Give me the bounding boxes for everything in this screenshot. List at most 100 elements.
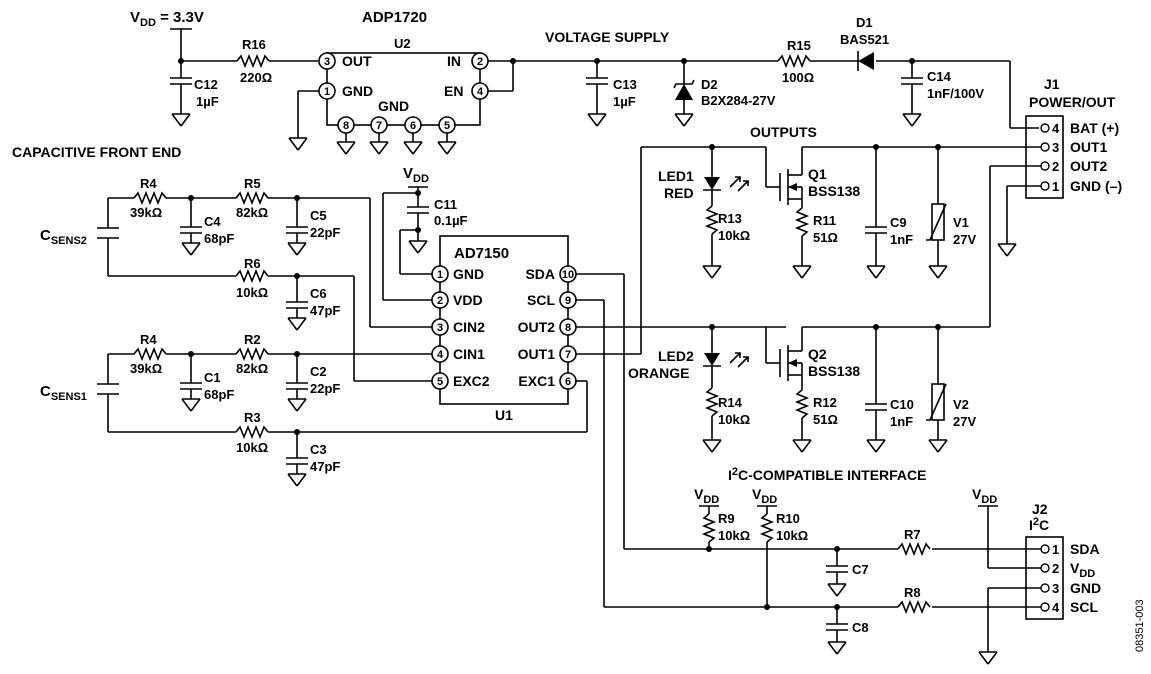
svg-text:6: 6: [565, 376, 571, 388]
svg-text:2: 2: [477, 56, 483, 68]
svg-text:I2C: I2C: [1029, 516, 1049, 533]
svg-text:R14: R14: [718, 395, 743, 410]
svg-text:2: 2: [1052, 159, 1059, 174]
svg-text:SCL: SCL: [527, 292, 555, 308]
svg-text:GND (–): GND (–): [1070, 178, 1122, 194]
svg-text:C6: C6: [310, 286, 327, 301]
svg-text:GND: GND: [1070, 580, 1101, 596]
svg-text:VDD: VDD: [752, 486, 777, 506]
adp1720-part: ADP1720: [362, 9, 427, 26]
svg-text:LED2: LED2: [658, 348, 694, 364]
svg-text:22pF: 22pF: [310, 381, 340, 396]
svg-text:1: 1: [437, 269, 443, 281]
svg-text:R6: R6: [244, 256, 261, 271]
svg-text:VDD: VDD: [972, 486, 997, 506]
svg-text:OUT2: OUT2: [518, 319, 556, 335]
svg-text:47pF: 47pF: [310, 303, 340, 318]
svg-text:1nF: 1nF: [890, 232, 913, 247]
svg-text:C12: C12: [194, 77, 218, 92]
svg-text:3: 3: [1052, 140, 1059, 155]
svg-text:BAS521: BAS521: [840, 32, 889, 47]
csens1-top-network: R4 39kΩ R2 82kΩ C1 68pF C2 22pF: [108, 332, 432, 412]
svg-text:39kΩ: 39kΩ: [130, 361, 162, 376]
svg-text:C10: C10: [890, 397, 914, 412]
svg-text:C13: C13: [613, 77, 637, 92]
svg-text:SCL: SCL: [1070, 599, 1098, 615]
svg-text:CIN1: CIN1: [453, 346, 485, 362]
j1-power-out-connector: J1 POWER/OUT 4 3 2 1 BAT (+) OUT1 OUT2 G…: [997, 76, 1122, 257]
svg-text:4: 4: [437, 349, 444, 361]
u2-ref: U2: [394, 36, 411, 51]
capacitive-front-end-title: CAPACITIVE FRONT END: [12, 144, 181, 160]
output1-channel: LED1 RED R13 10kΩ Q1 BSS138 R11 51Ω C9: [658, 144, 1041, 279]
svg-text:SDA: SDA: [1070, 541, 1100, 557]
svg-text:VDD: VDD: [453, 292, 483, 308]
svg-text:7: 7: [376, 120, 382, 132]
svg-text:6: 6: [410, 120, 416, 132]
svg-text:C8: C8: [852, 620, 869, 635]
svg-text:LED1: LED1: [658, 168, 694, 184]
svg-text:8: 8: [343, 120, 349, 132]
svg-text:10kΩ: 10kΩ: [718, 228, 750, 243]
svg-text:10kΩ: 10kΩ: [236, 440, 268, 455]
svg-text:VDD: VDD: [403, 165, 429, 185]
svg-text:EN: EN: [444, 83, 463, 99]
csens2-bottom-network: R6 10kΩ C6 47pF: [108, 256, 432, 382]
svg-text:5: 5: [444, 120, 450, 132]
adp1720-regulator: ADP1720 U2 3 OUT 1 GND 2 IN 4 EN GND 8 7…: [288, 9, 516, 155]
svg-text:C3: C3: [310, 442, 327, 457]
svg-text:RED: RED: [664, 185, 694, 201]
svg-text:68pF: 68pF: [204, 231, 234, 246]
svg-text:10kΩ: 10kΩ: [718, 412, 750, 427]
svg-text:R13: R13: [718, 211, 742, 226]
csens2-sensor: CSENS2: [40, 198, 119, 276]
i2c-interface-title: I2C-COMPATIBLE INTERFACE: [728, 466, 927, 483]
svg-text:27V: 27V: [953, 414, 976, 429]
ad7150-part: AD7150: [454, 245, 509, 262]
svg-text:BSS138: BSS138: [808, 363, 860, 379]
svg-text:Q1: Q1: [808, 166, 827, 182]
svg-text:GND: GND: [378, 98, 409, 114]
svg-text:R8: R8: [904, 585, 921, 600]
svg-text:4: 4: [1052, 600, 1060, 615]
svg-text:22pF: 22pF: [310, 225, 340, 240]
svg-text:1nF: 1nF: [890, 414, 913, 429]
svg-text:Q2: Q2: [808, 346, 827, 362]
svg-text:10: 10: [562, 269, 574, 281]
svg-text:EXC2: EXC2: [453, 373, 490, 389]
svg-text:3: 3: [437, 322, 443, 334]
svg-text:27V: 27V: [953, 232, 976, 247]
svg-text:R2: R2: [244, 332, 261, 347]
svg-text:V2: V2: [953, 397, 969, 412]
svg-text:VDD: VDD: [1070, 560, 1095, 580]
svg-text:BSS138: BSS138: [808, 183, 860, 199]
svg-text:2: 2: [1052, 561, 1059, 576]
svg-text:7: 7: [565, 349, 571, 361]
svg-text:68pF: 68pF: [204, 387, 234, 402]
svg-text:R5: R5: [244, 176, 261, 191]
svg-text:R4: R4: [140, 332, 157, 347]
svg-text:B2X284-27V: B2X284-27V: [701, 93, 776, 108]
svg-text:3: 3: [324, 56, 330, 68]
svg-text:1µF: 1µF: [196, 94, 219, 109]
ad7150-ic: AD7150 U1 1 2 3 4 5 GND VDD CIN2 CIN1 EX…: [431, 235, 577, 423]
svg-text:R15: R15: [787, 38, 811, 53]
svg-text:51Ω: 51Ω: [813, 412, 838, 427]
c12-capacitor: C12 1µF: [169, 61, 219, 127]
svg-text:GND: GND: [342, 83, 373, 99]
svg-text:CSENS1: CSENS1: [40, 383, 87, 403]
svg-text:1µF: 1µF: [613, 94, 636, 109]
svg-text:9: 9: [565, 295, 571, 307]
svg-text:10kΩ: 10kΩ: [718, 528, 750, 543]
voltage-supply-title: VOLTAGE SUPPLY: [545, 29, 670, 45]
d2-zener-diode: D2 B2X284-27V: [673, 61, 776, 127]
svg-text:C7: C7: [852, 562, 869, 577]
svg-text:R12: R12: [813, 395, 837, 410]
vdd-3v3-rail: VDD = 3.3V: [130, 9, 237, 64]
i2c-filters: C7 C8 R7 R8: [825, 527, 932, 655]
svg-text:47pF: 47pF: [310, 459, 340, 474]
r16-resistor: R16 220Ω: [236, 37, 318, 85]
svg-text:CSENS2: CSENS2: [40, 227, 87, 247]
svg-text:C9: C9: [890, 215, 907, 230]
svg-text:4: 4: [1052, 121, 1060, 136]
